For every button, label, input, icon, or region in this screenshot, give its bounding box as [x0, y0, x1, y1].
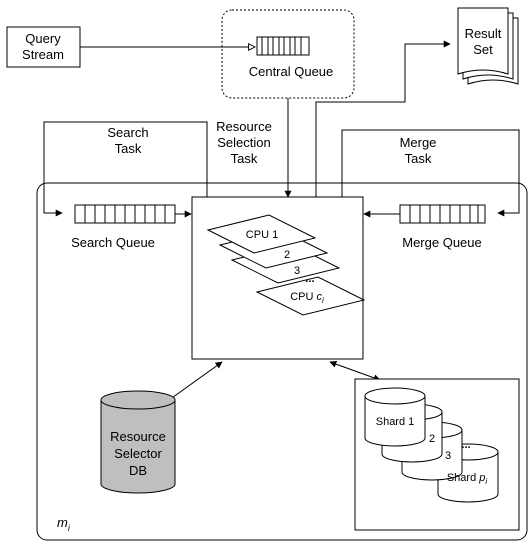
cpu-shards-arrow — [329, 360, 381, 382]
resource-selector-db: Resource Selector DB — [100, 390, 176, 494]
query-stream-node: Query Stream — [6, 26, 81, 68]
shard-ellipsis: ... — [461, 439, 470, 451]
resource-selector-db-label-line3: DB — [129, 463, 147, 478]
search-queue-node: Search Queue — [71, 204, 176, 250]
cpu-ellipsis: ... — [305, 273, 314, 285]
search-task-label-line2: Task — [115, 141, 142, 156]
machine-boundary — [36, 182, 528, 541]
shard-1 — [364, 387, 426, 447]
result-set-node: Result Set — [457, 7, 519, 85]
cpu-1 — [206, 214, 317, 254]
search-task-loop-arrow — [43, 121, 208, 217]
merge-task-label-line1: Merge — [400, 135, 437, 150]
query-stream-label-line1: Query — [25, 31, 61, 46]
merge-queue-icon — [399, 204, 486, 224]
cpu-ci — [255, 276, 366, 316]
result-set-label-line2: Set — [473, 42, 493, 57]
cpu-stack: CPU 1 2 3 ... CPU ci — [206, 214, 366, 316]
machine-label: mi — [57, 515, 71, 533]
resource-selector-db-label-line2: Selector — [114, 446, 162, 461]
merge-queue-node: Merge Queue — [399, 204, 486, 250]
resource-selection-task-label-line1: Resource — [216, 119, 272, 134]
cpu-to-result-set-arrow — [315, 40, 451, 197]
resource-selector-db-label-line1: Resource — [110, 429, 166, 444]
shard-2-label: 2 — [429, 433, 435, 445]
shard-3-label: 3 — [445, 450, 451, 462]
search-queue-icon — [74, 204, 176, 224]
central-queue-node: Central Queue — [221, 9, 355, 99]
merge-queue-label: Merge Queue — [402, 235, 482, 250]
cpu-ci-label: CPU ci — [290, 291, 324, 305]
shard-pi-label: Shard pi — [447, 472, 488, 486]
cpu-3-label: 3 — [294, 265, 300, 277]
search-task-label-line1: Search — [107, 125, 148, 140]
shard-stack: Shard 1 2 3 ... Shard pi — [364, 387, 499, 503]
search-queue-label: Search Queue — [71, 235, 155, 250]
cpu-2-label: 2 — [284, 249, 290, 261]
resource-selection-task-label-line2: Selection — [217, 135, 270, 150]
shard-1-label: Shard 1 — [376, 416, 415, 428]
merge-task-label-line2: Task — [405, 151, 432, 166]
central-queue-label: Central Queue — [249, 64, 334, 79]
cpu-1-label: CPU 1 — [246, 229, 278, 241]
resource-selection-task-label-line3: Task — [231, 151, 258, 166]
central-queue-icon — [256, 36, 310, 56]
merge-task-loop-arrow — [341, 129, 520, 217]
query-stream-label-line2: Stream — [22, 47, 64, 62]
result-set-label-line1: Result — [465, 26, 502, 41]
